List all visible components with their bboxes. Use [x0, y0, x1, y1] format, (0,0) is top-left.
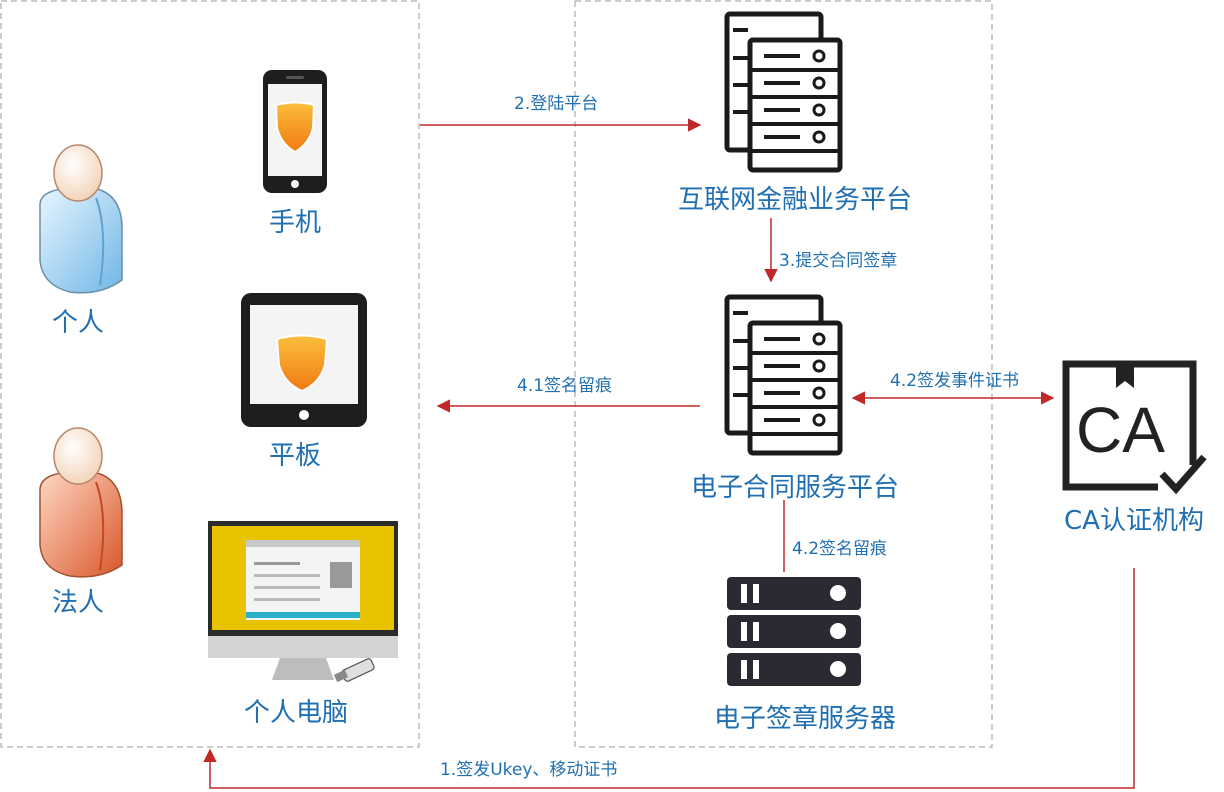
edge-sign-trace-client-label: 4.1签名留痕 — [517, 376, 613, 396]
ca-logo-icon: CA — [1062, 360, 1207, 495]
person-icon — [39, 144, 123, 294]
finance-platform-server-icon — [724, 11, 843, 173]
legal-person-label: 法人 — [51, 588, 105, 618]
finance-platform-label: 互联网金融业务平台 — [677, 185, 913, 215]
phone-label: 手机 — [268, 208, 322, 238]
person-label: 个人 — [51, 308, 105, 338]
signature-server-rack-icon — [727, 577, 861, 686]
phone-icon — [263, 70, 327, 193]
edge-issue-ukey-arrow — [203, 568, 1135, 789]
legal-person-icon — [39, 427, 123, 578]
pc-icon — [208, 521, 398, 683]
client-devices-container — [0, 0, 420, 748]
edge-event-cert-label: 4.2签发事件证书 — [890, 371, 1020, 391]
platform-container — [574, 0, 993, 748]
signature-server-label: 电子签章服务器 — [713, 704, 897, 734]
pc-label: 个人电脑 — [243, 698, 349, 728]
ca-logo-text: CA — [1076, 394, 1165, 466]
edge-issue-ukey-label: 1.签发Ukey、移动证书 — [440, 760, 618, 780]
tablet-icon — [241, 293, 367, 427]
tablet-label: 平板 — [268, 441, 322, 471]
contract-platform-server-icon — [724, 294, 843, 456]
usb-key-icon — [333, 658, 375, 683]
edge-login-label: 2.登陆平台 — [514, 94, 599, 114]
edge-submit-label: 3.提交合同签章 — [779, 251, 898, 271]
ca-label: CA认证机构 — [1064, 506, 1204, 536]
edge-sign-trace-server-label: 4.2签名留痕 — [792, 539, 888, 559]
contract-platform-label: 电子合同服务平台 — [690, 473, 900, 503]
